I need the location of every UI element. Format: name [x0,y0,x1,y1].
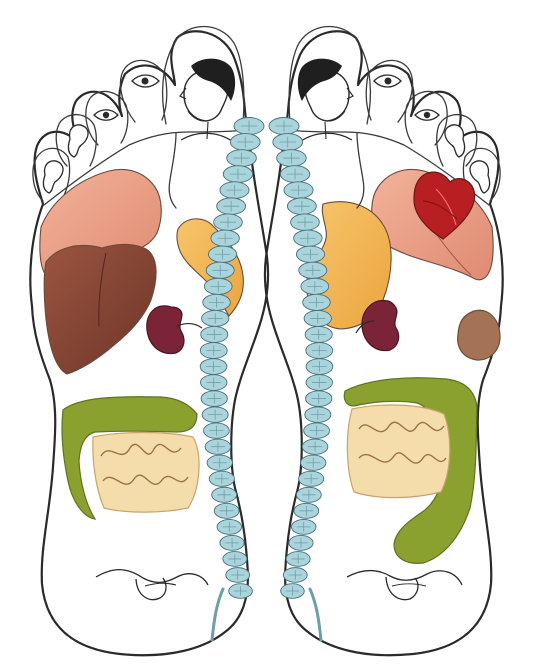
ear-icon [68,125,88,157]
eye-icon [415,110,439,121]
coccyx [212,589,223,640]
left-spine-icon [200,118,264,641]
eye-icon [94,110,118,121]
ear-icon [445,125,465,157]
ear-icon [43,161,63,193]
left-liver [44,244,156,374]
eye-icon [374,75,401,87]
right-small-intestine [347,405,449,498]
eye-icon [132,75,159,87]
right-spleen [458,310,500,360]
kidney-icon [147,306,202,354]
left-small-intestine [93,433,199,513]
left-neck-connector [169,133,176,208]
left-eye-icons [94,75,159,120]
right-eye-icons [374,75,439,120]
left-reproductive-organs [96,570,208,600]
right-spine-icon [269,118,333,641]
right-reproductive-organs [347,570,462,599]
coccyx [310,589,321,640]
right-neck-connector [357,133,364,208]
